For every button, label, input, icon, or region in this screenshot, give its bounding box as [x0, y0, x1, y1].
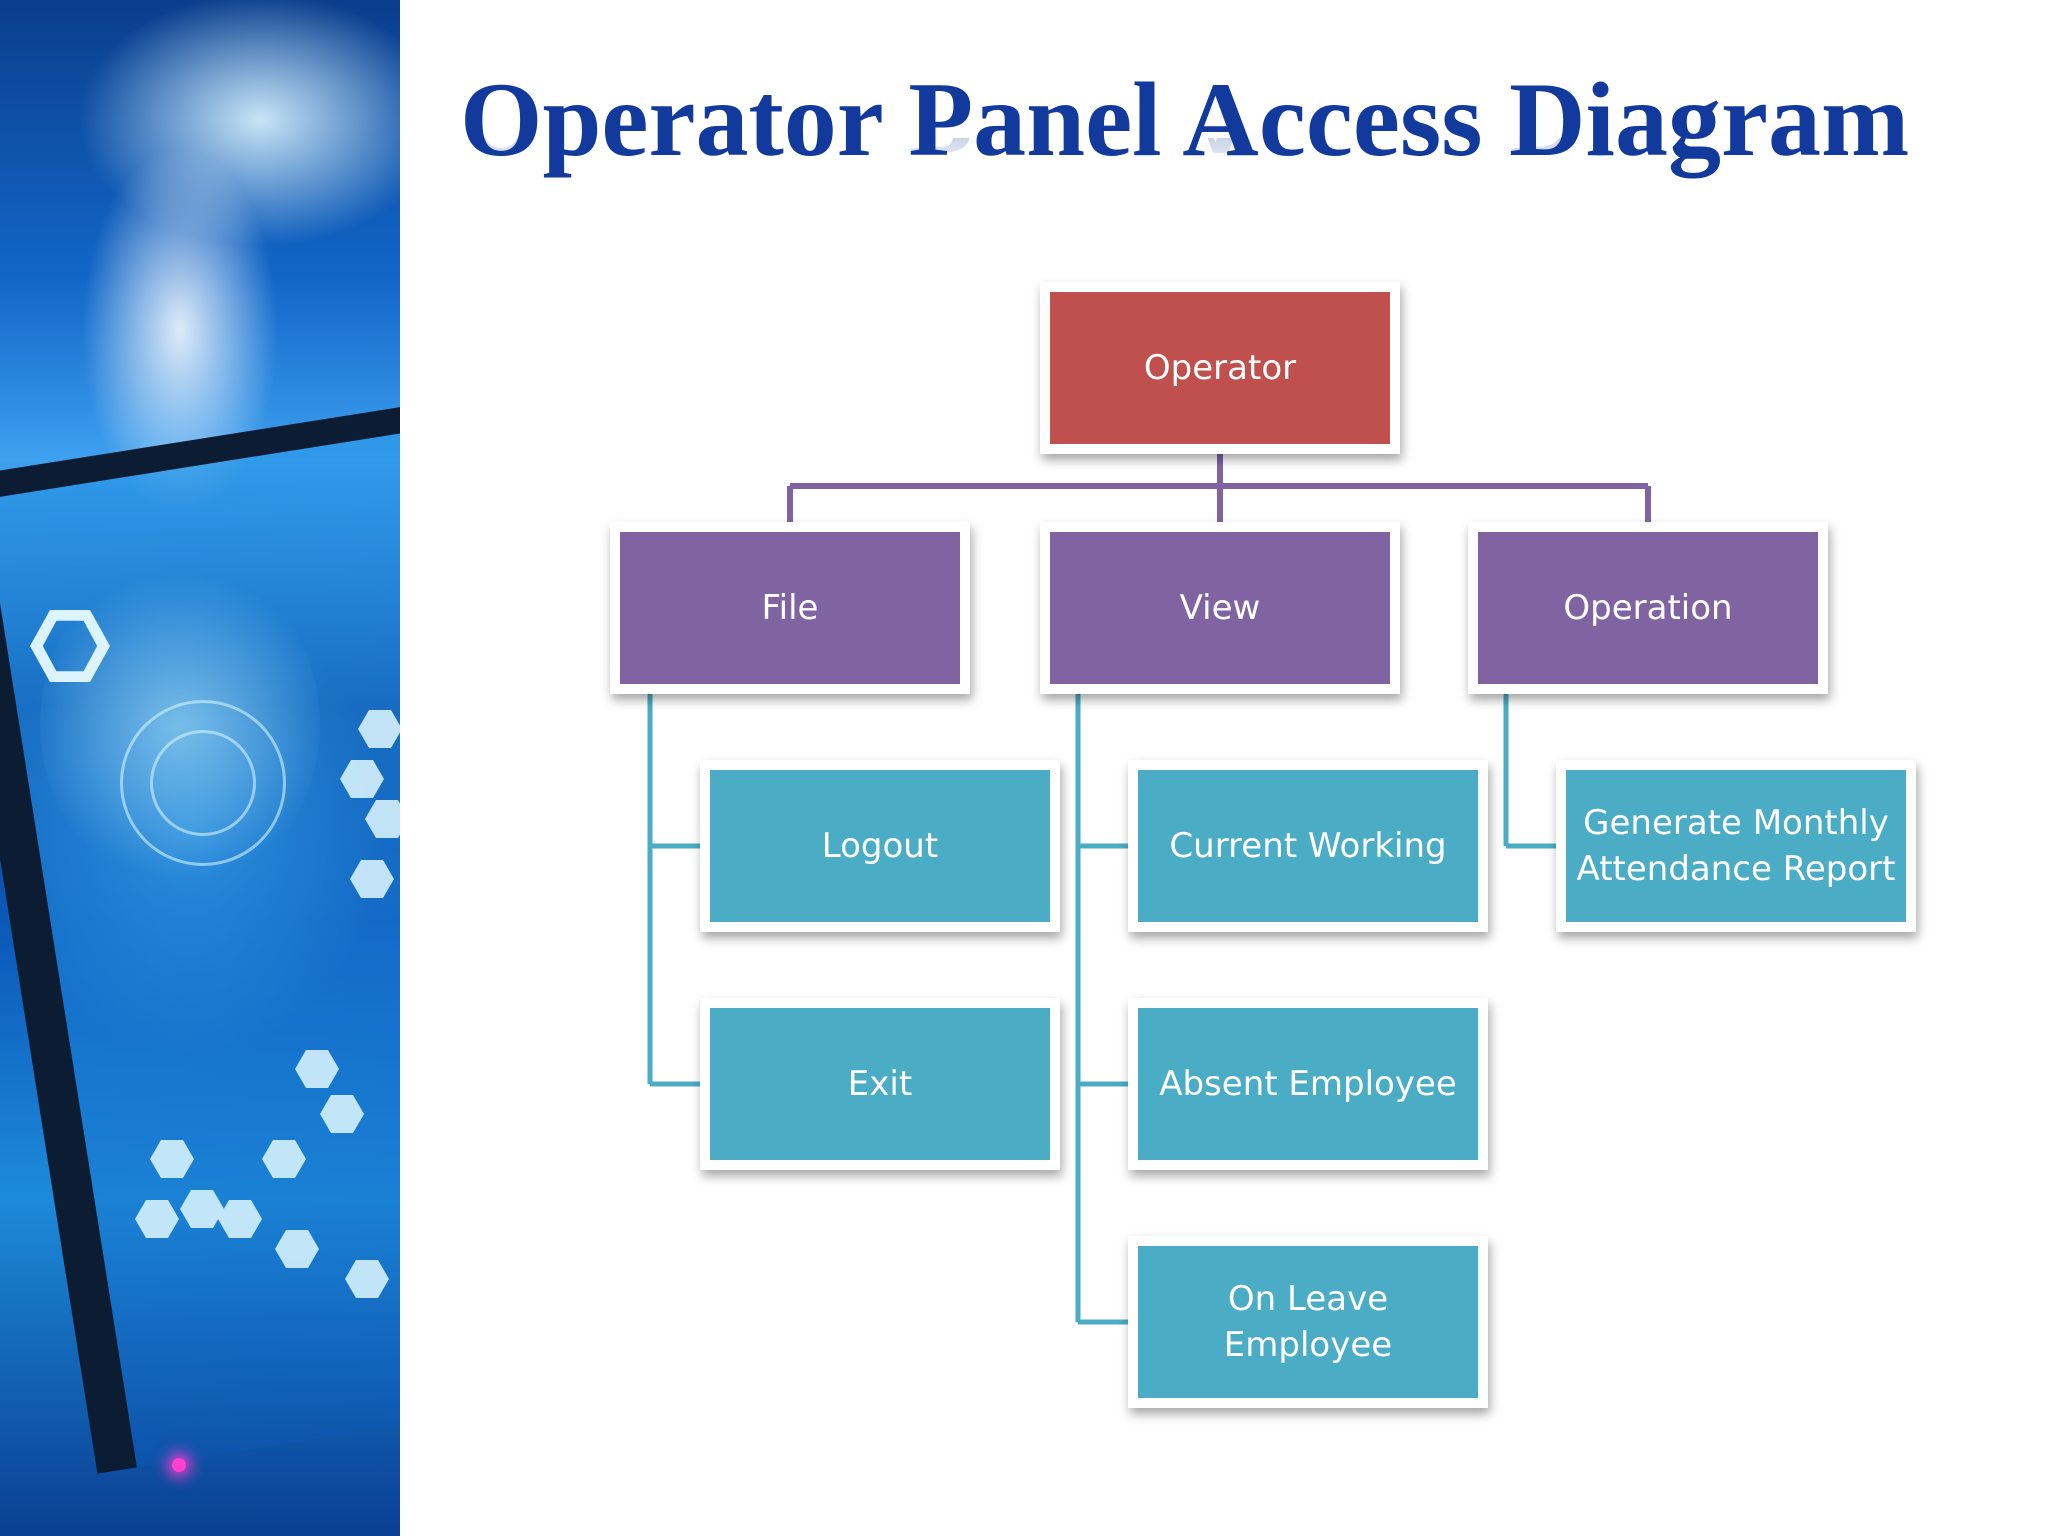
node-generate-monthly-attendance-report: Generate Monthly Attendance Report — [1556, 760, 1916, 932]
hexagon-icon — [295, 1050, 339, 1088]
node-exit: Exit — [700, 998, 1060, 1170]
node-absent-employee: Absent Employee — [1128, 998, 1488, 1170]
hexagon-icon — [320, 1095, 364, 1133]
node-operator: Operator — [1040, 282, 1400, 454]
hexagon-icon — [262, 1140, 306, 1178]
hexagon-icon — [275, 1230, 319, 1268]
side-decorative-image — [0, 0, 400, 1536]
node-on-leave-employee: On Leave Employee — [1128, 1236, 1488, 1408]
target-ring-inner — [150, 730, 256, 836]
node-file: File — [610, 522, 970, 694]
indicator-light — [172, 1458, 186, 1472]
hexagon-icon — [150, 1140, 194, 1178]
node-logout: Logout — [700, 760, 1060, 932]
node-operation: Operation — [1468, 522, 1828, 694]
hexagon-icon — [345, 1260, 389, 1298]
node-view: View — [1040, 522, 1400, 694]
target-ring — [120, 700, 286, 866]
hexagon-icon — [180, 1190, 224, 1228]
hexagon-icon — [135, 1200, 179, 1238]
hexagon-icon — [218, 1200, 262, 1238]
page-title: Operator Panel Access Diagram — [460, 61, 1910, 178]
node-current-working: Current Working — [1128, 760, 1488, 932]
